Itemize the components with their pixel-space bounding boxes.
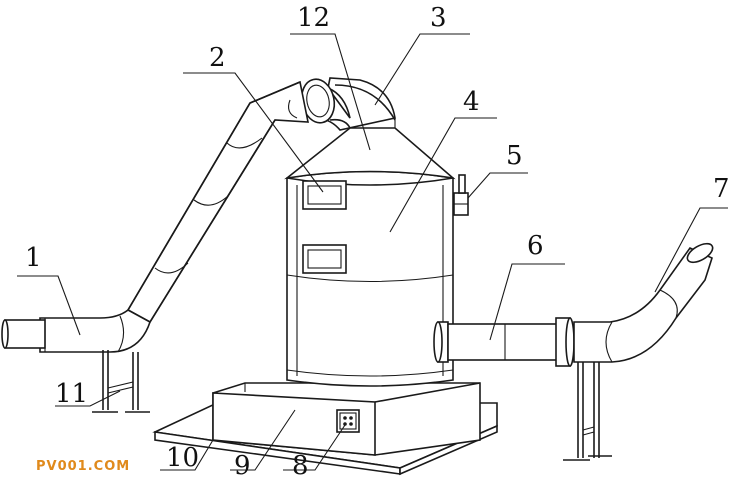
inspection-window-upper — [302, 180, 347, 210]
label-1: 1 — [25, 243, 42, 273]
inlet-duct — [1, 77, 396, 353]
label-9: 9 — [234, 451, 251, 481]
label-5: 5 — [506, 141, 523, 171]
leader-lines — [17, 33, 728, 471]
label-7: 7 — [713, 174, 730, 204]
outlet-duct — [433, 317, 575, 367]
label-4: 4 — [463, 87, 480, 117]
label-11: 11 — [55, 379, 88, 409]
label-2: 2 — [209, 43, 226, 73]
side-fitting — [453, 174, 469, 216]
label-8: 8 — [292, 451, 309, 481]
label-12: 12 — [297, 3, 330, 33]
tower-body — [286, 170, 454, 387]
label-10: 10 — [166, 443, 199, 473]
watermark: PV001.COM — [36, 459, 130, 474]
label-6: 6 — [527, 231, 544, 261]
inspection-window-lower — [302, 244, 347, 274]
label-3: 3 — [430, 3, 447, 33]
exhaust-elbow — [573, 242, 714, 363]
right-support-stand — [563, 362, 612, 461]
support-stand — [92, 350, 150, 413]
control-panel — [336, 409, 360, 433]
